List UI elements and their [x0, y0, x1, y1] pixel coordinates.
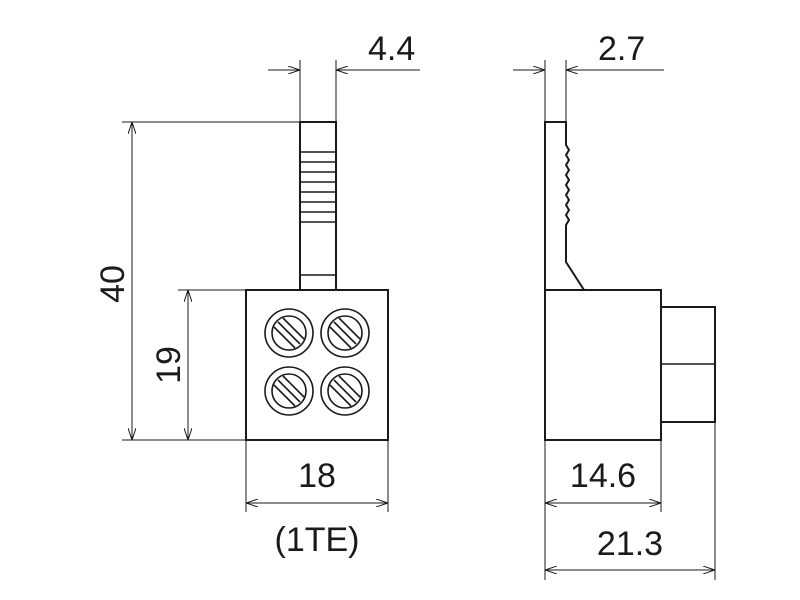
- dim-body-height-label: 19: [150, 346, 188, 384]
- dim-total-height-label: 40: [94, 265, 132, 303]
- screw-bottom-left: [264, 366, 314, 416]
- screw-top-right: [320, 308, 370, 358]
- screw-terminals: [264, 308, 370, 416]
- dim-body-height: 19: [150, 289, 246, 440]
- side-body: [544, 289, 662, 441]
- front-view: 4.4 40 19 18 (1TE): [94, 30, 420, 559]
- screw-top-left: [264, 308, 314, 358]
- side-mounting-foot: [660, 306, 716, 423]
- dim-side-body-depth-label: 14.6: [570, 457, 636, 495]
- dim-side-total-depth-label: 21.3: [597, 525, 663, 563]
- dim-side-pin-label: 2.7: [598, 30, 645, 68]
- dim-pin-width-label: 4.4: [368, 30, 415, 68]
- dim-pin-width: 4.4: [268, 30, 420, 122]
- front-pin: [299, 121, 337, 291]
- front-body: [245, 289, 389, 441]
- side-pin: [544, 121, 586, 291]
- dim-side-body-depth: 14.6: [544, 440, 662, 580]
- dim-side-pin: 2.7: [513, 30, 664, 122]
- dim-total-height: 40: [94, 121, 300, 441]
- screw-bottom-right: [320, 366, 370, 416]
- dim-body-width: 18 (1TE): [245, 440, 389, 559]
- dim-side-total-depth: 21.3: [545, 422, 716, 580]
- side-view: 2.7 14.6 21.3: [513, 30, 716, 580]
- dim-body-width-label: 18: [298, 457, 336, 495]
- module-units-label: (1TE): [275, 521, 360, 559]
